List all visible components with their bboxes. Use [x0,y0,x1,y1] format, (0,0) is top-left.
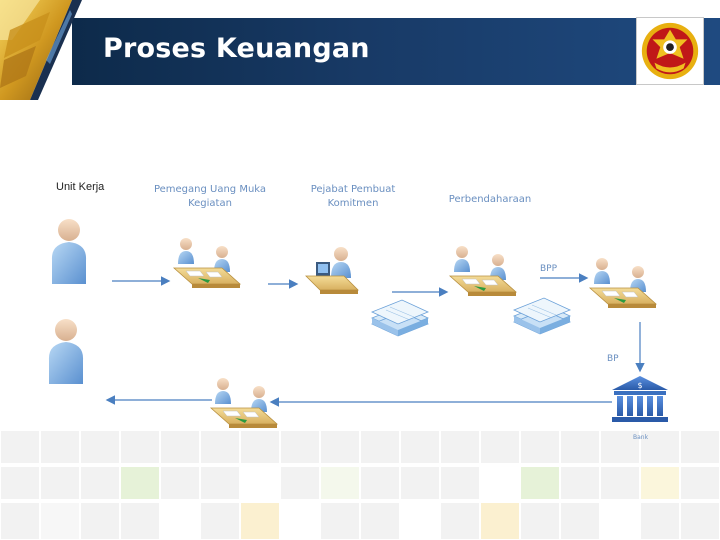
desk-meeting-icon [173,237,241,289]
document-stack-icon [513,297,571,335]
flow-label-bpp: BPP [540,264,558,274]
lane-label-perbendaharaan: Perbendaharaan [448,194,532,205]
bank-icon: $ [612,376,668,422]
person-icon [51,219,87,284]
title-bar [72,18,720,85]
lane-label-pum: Pemegang Uang Muka Kegiatan [153,184,267,209]
university-logo [636,17,704,85]
university-seal-icon [641,22,699,80]
slide-header: Proses Keuangan [0,0,720,100]
person-icon [48,319,84,384]
desk-meeting-icon [210,377,278,429]
flow-label-bp: BP [607,354,619,364]
page-title: Proses Keuangan [103,33,370,64]
gold-bars-image [0,0,82,100]
lane-label-ppk: Pejabat Pembuat Komitmen [310,184,396,209]
svg-text:$: $ [637,381,642,390]
desk-meeting-icon [449,245,517,297]
lane-label-unit-kerja: Unit Kerja [56,181,105,193]
computer-desk-icon [305,247,359,294]
desk-meeting-icon [589,257,657,309]
document-stack-icon [371,299,429,337]
bank-label: Bank [633,434,649,441]
background-tiles [0,429,720,540]
